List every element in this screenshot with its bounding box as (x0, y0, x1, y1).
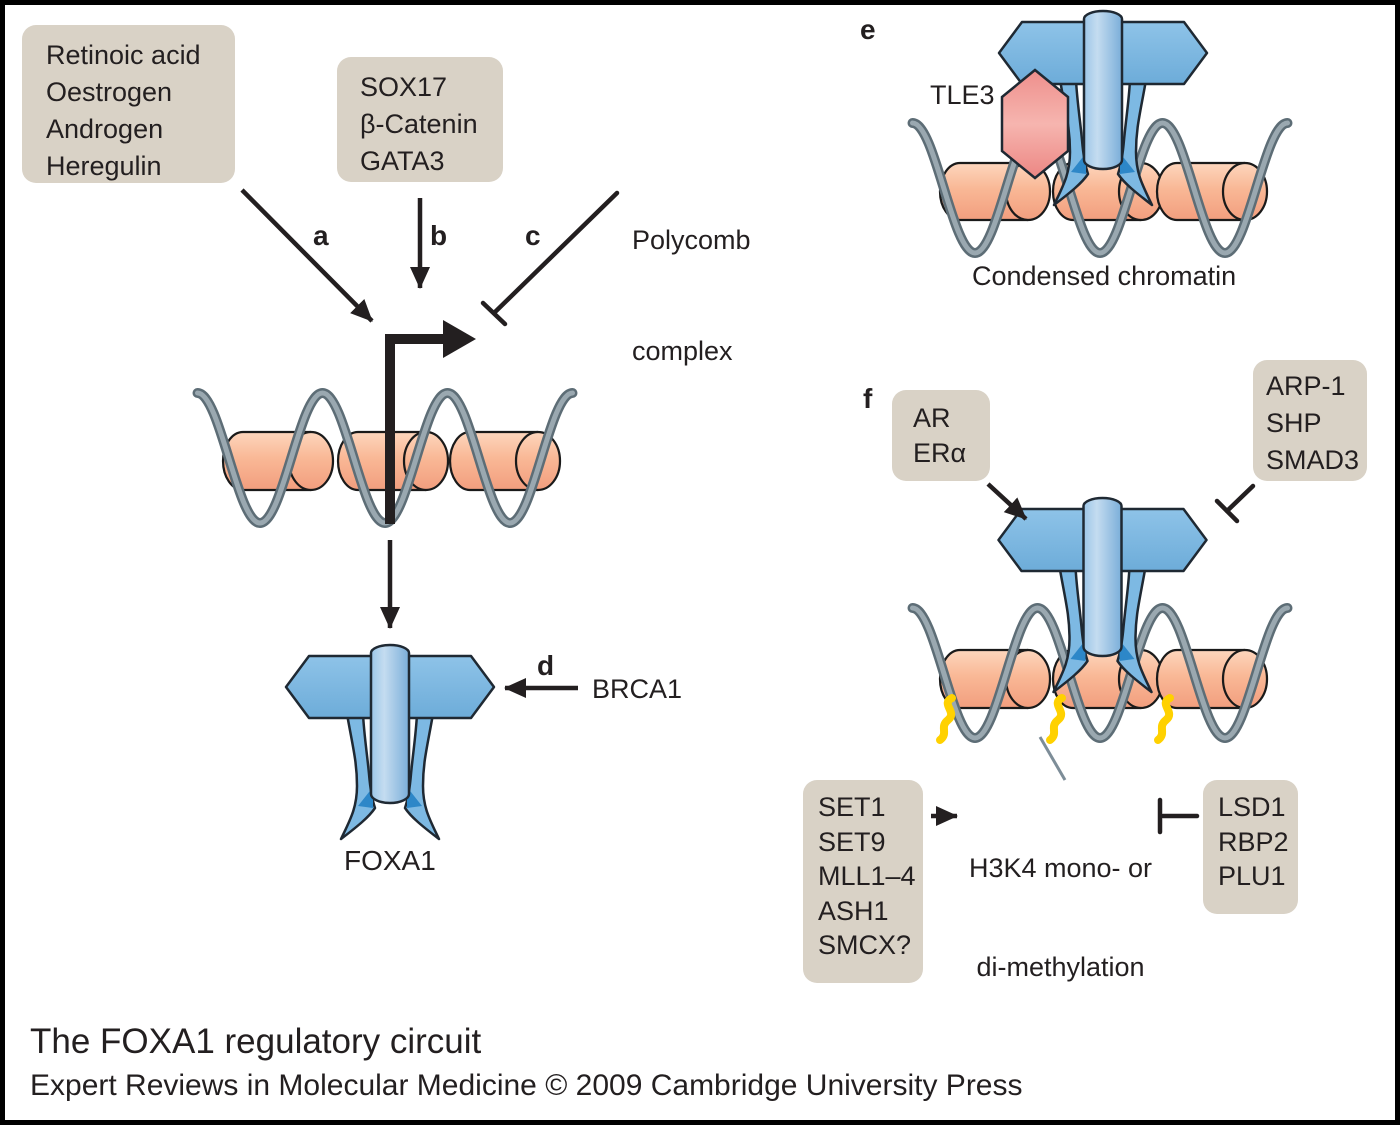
transcription-start-arrow (385, 320, 476, 524)
histone-tail-icon (936, 694, 956, 744)
pioneer-tf-box: SOX17 β-Catenin GATA3 (337, 57, 503, 182)
demethylase-box: LSD1 RBP2 PLU1 (1203, 780, 1298, 914)
histone-tails (936, 694, 1174, 744)
methyltransferase-line: SMCX? (818, 930, 912, 960)
dna-strand-e (907, 117, 1293, 259)
demethylase-line: LSD1 (1218, 792, 1286, 822)
hormone-line: Heregulin (46, 151, 162, 181)
methyltransferase-line: SET1 (818, 792, 886, 822)
hormone-signals-box: Retinoic acid Oestrogen Androgen Heregul… (22, 25, 235, 183)
methylation-line: di-methylation (976, 952, 1145, 982)
histone-tail-icon (1046, 694, 1066, 744)
panel-label-b: b (430, 220, 448, 251)
foxa1-label: FOXA1 (344, 845, 436, 876)
inhibition-bar-corepressors (1214, 483, 1256, 524)
methyltransferase-line: MLL1–4 (818, 861, 916, 891)
corepressor-box: ARP-1 SHP SMAD3 (1253, 360, 1367, 481)
h3k4-methylation-label: H3K4 mono- or di-methylation (943, 786, 1178, 1050)
dna-strand-f (907, 602, 1293, 744)
panel-label-a: a (313, 220, 329, 251)
methyltransferase-box: SET1 SET9 MLL1–4 ASH1 SMCX? (803, 780, 923, 983)
polycomb-line: Polycomb (632, 225, 751, 255)
histone-tail-icon (1154, 694, 1174, 744)
tf-line: SOX17 (360, 72, 448, 102)
receptor-line: AR (913, 403, 951, 433)
panel-label-f: f (863, 383, 873, 414)
tail-pointer-line (1038, 736, 1067, 781)
foxa1-protein-left (284, 643, 496, 841)
transcription-arrowhead (443, 320, 476, 358)
tf-line: GATA3 (360, 146, 445, 176)
inhibition-bar-c (480, 190, 620, 327)
polycomb-line: complex (632, 336, 733, 366)
methyltransferase-line: SET9 (818, 826, 886, 857)
hormone-line: Oestrogen (46, 77, 173, 107)
hormone-line: Retinoic acid (46, 40, 201, 70)
nuclear-receptor-box: AR ERα (892, 390, 990, 481)
methyltransferase-line: ASH1 (818, 895, 889, 926)
nucleosome-array-f (938, 648, 1269, 710)
polycomb-label: Polycomb complex (632, 148, 751, 444)
receptor-line: ERα (913, 438, 967, 468)
inhibition-bar-demethylases (1157, 797, 1200, 835)
corepressor-line: ARP-1 (1266, 371, 1346, 401)
figure-credit: Expert Reviews in Molecular Medicine © 2… (30, 1069, 1023, 1102)
hormone-line: Androgen (46, 114, 164, 144)
condensed-chromatin-caption: Condensed chromatin (972, 261, 1237, 291)
demethylase-line: RBP2 (1218, 826, 1289, 857)
tle3-label: TLE3 (930, 80, 995, 110)
brca1-label: BRCA1 (592, 674, 683, 704)
nucleosome-array-e (938, 161, 1269, 222)
activation-arrow-receptors (986, 482, 1028, 521)
panel-label-d: d (537, 650, 555, 681)
panel-label-e: e (860, 14, 876, 45)
activation-arrow-a (240, 188, 374, 323)
tf-line: β-Catenin (360, 109, 478, 139)
methylation-line: H3K4 mono- or (968, 853, 1153, 883)
corepressor-line: SMAD3 (1266, 445, 1360, 475)
demethylase-line: PLU1 (1218, 861, 1286, 891)
tle3-corepressor-hexagon (1000, 68, 1070, 180)
nucleosome-array-left (221, 430, 562, 492)
figure-title: The FOXA1 regulatory circuit (30, 1022, 482, 1061)
corepressor-line: SHP (1266, 408, 1322, 438)
panel-label-c: c (525, 220, 541, 251)
